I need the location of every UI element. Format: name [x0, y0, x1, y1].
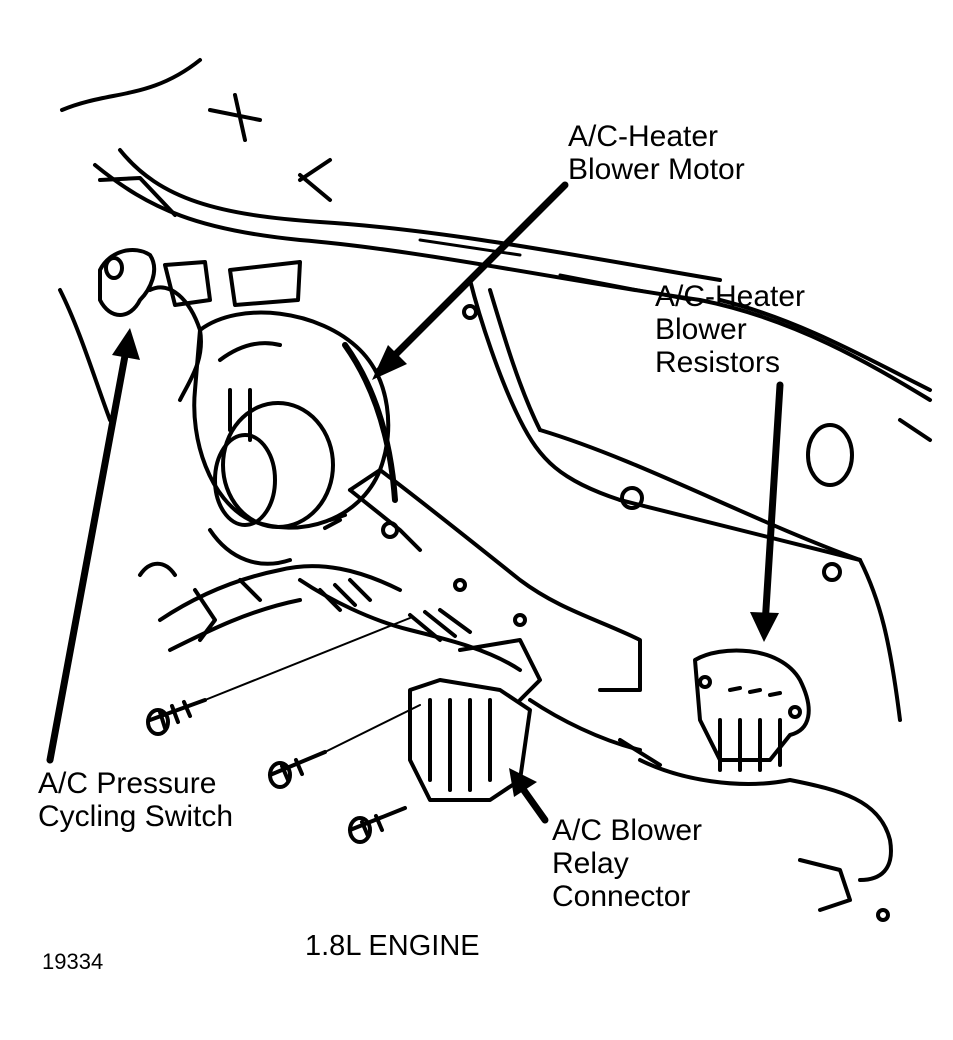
leader-arrows	[46, 181, 784, 824]
pressure-switch-drawing	[58, 248, 302, 422]
firewall-outline	[60, 58, 932, 402]
blower-resistors-label-line-2: Blower	[655, 313, 747, 346]
engine-caption: 1.8L ENGINE	[305, 930, 480, 962]
pressure-switch-label: A/C Pressure Cycling Switch	[38, 767, 233, 833]
bulkhead-panel	[462, 278, 932, 722]
relay-connector-label-line-2: Relay	[552, 847, 629, 880]
relay-connector-label: A/C Blower Relay Connector	[552, 814, 702, 913]
figure-number: 19334	[42, 949, 104, 974]
arrow-pressure-switch	[46, 341, 131, 764]
arrowhead-blower-resistors	[750, 612, 779, 642]
arrowhead-pressure-switch	[112, 328, 140, 360]
blower-resistors-label: A/C-Heater Blower Resistors	[655, 280, 805, 379]
relay-connector-label-line-3: Connector	[552, 880, 691, 913]
blower-resistors-label-line-3: Resistors	[655, 346, 781, 379]
arrowhead-blower-motor	[372, 345, 407, 380]
arrow-blower-resistors	[761, 381, 784, 629]
blower-resistor-drawing	[618, 648, 893, 922]
wiring-harness	[138, 561, 522, 672]
blower-motor-drawing	[192, 310, 398, 566]
blower-motor-label: A/C-Heater Blower Motor	[568, 120, 745, 186]
relay-connector-label-line-1: A/C Blower	[552, 814, 703, 847]
blower-motor-label-line-1: A/C-Heater	[568, 120, 719, 153]
pressure-switch-label-line-1: A/C Pressure	[38, 767, 217, 800]
arrowhead-relay-connector	[509, 768, 537, 797]
arrow-blower-motor	[374, 181, 569, 376]
mounting-bracket	[323, 468, 642, 692]
screws	[146, 617, 421, 844]
blower-motor-label-line-2: Blower Motor	[568, 153, 745, 186]
blower-resistors-label-line-1: A/C-Heater	[655, 280, 806, 313]
pressure-switch-label-line-2: Cycling Switch	[38, 800, 234, 833]
